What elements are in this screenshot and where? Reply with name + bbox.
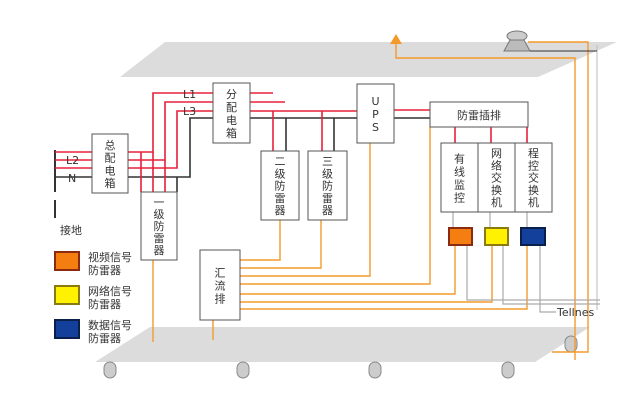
spd3-label-char: 器 [322, 204, 333, 217]
legend-label: 数据信号 [88, 318, 132, 332]
ups-label-char: U [371, 95, 379, 108]
network-spd [484, 227, 509, 246]
pbx-label-char: 交 [528, 171, 539, 185]
surge-strip: 防雷插排 [429, 101, 529, 128]
spd3-label-char: 三 [322, 155, 333, 168]
dist-box-label-char: 箱 [226, 126, 237, 140]
label-l3: L3 [183, 105, 196, 118]
ups-box: UPS [356, 83, 395, 144]
tellnes-label: Tellnes [556, 306, 594, 319]
main-box-label-char: 配 [105, 152, 116, 165]
spd3-label-char: 雷 [322, 192, 333, 205]
main-box-label-char: 箱 [105, 176, 116, 190]
pbx-label-char: 机 [528, 195, 539, 209]
antenna-icon [503, 30, 531, 52]
spd1-label-char: 防 [154, 219, 165, 233]
dist-box-label-char: 电 [226, 114, 237, 127]
label-l1: L1 [183, 88, 196, 101]
switch-label-char: 交 [491, 171, 502, 185]
spd2-label-char: 二 [275, 155, 286, 168]
spd1-label-char: 级 [154, 208, 165, 221]
switch-label-char: 机 [491, 195, 502, 209]
switch-label-char: 网 [491, 147, 502, 160]
ground-label: 接地 [60, 224, 82, 237]
busbar-label-char: 排 [215, 292, 226, 306]
switch-label-char: 换 [491, 183, 502, 197]
main-box-label-char: 电 [105, 164, 116, 177]
spd2-label-char: 雷 [275, 192, 286, 205]
spd1-label-char: 器 [154, 244, 165, 257]
data-spd [520, 227, 546, 246]
label-n: N [68, 172, 76, 185]
main-box-label-char: 总 [105, 138, 116, 152]
spd1-label-char: 一 [154, 196, 165, 209]
pbx-label-char: 控 [528, 158, 539, 172]
label-l2: L2 [66, 154, 79, 167]
pbx-label-char: 换 [528, 183, 539, 197]
spd3-label-char: 级 [322, 167, 333, 180]
arrow-up-icon [390, 34, 402, 44]
ups-label-char: P [372, 108, 379, 121]
legend-label: 防雷器 [88, 263, 121, 277]
legend-label: 网络信号 [88, 284, 132, 298]
ground-rods [103, 335, 578, 379]
spd2-label-char: 器 [275, 204, 286, 217]
switch-label-char: 络 [491, 158, 502, 172]
legend-label: 防雷器 [88, 297, 121, 311]
cctv-label-char: 控 [454, 191, 465, 205]
busbar-label-char: 汇 [215, 267, 226, 280]
cctv-label-char: 监 [454, 179, 465, 192]
spd3-label-char: 防 [322, 179, 333, 193]
busbar-box: 汇流排 [199, 249, 241, 321]
cctv-label-char: 有 [454, 152, 465, 166]
legend: 视频信号 防雷器 网络信号 防雷器 数据信号 防雷器 [54, 250, 132, 345]
pbx-label-char: 程 [528, 147, 539, 160]
surge-strip-label: 防雷插排 [457, 108, 501, 122]
spd2-label-char: 防 [275, 179, 286, 193]
legend-label: 防雷器 [88, 331, 121, 345]
roof-plane [120, 42, 617, 77]
busbar-label-char: 流 [215, 279, 226, 293]
cctv-label-char: 线 [454, 165, 465, 179]
video-spd [448, 227, 473, 246]
ups-label-char: S [372, 121, 379, 134]
legend-label: 视频信号 [88, 250, 132, 264]
spd2-label-char: 级 [275, 167, 286, 180]
floor-plane [95, 327, 590, 362]
dist-box-label-char: 分 [226, 88, 237, 101]
spd1-label-char: 雷 [154, 232, 165, 245]
dist-box-label-char: 配 [226, 101, 237, 114]
